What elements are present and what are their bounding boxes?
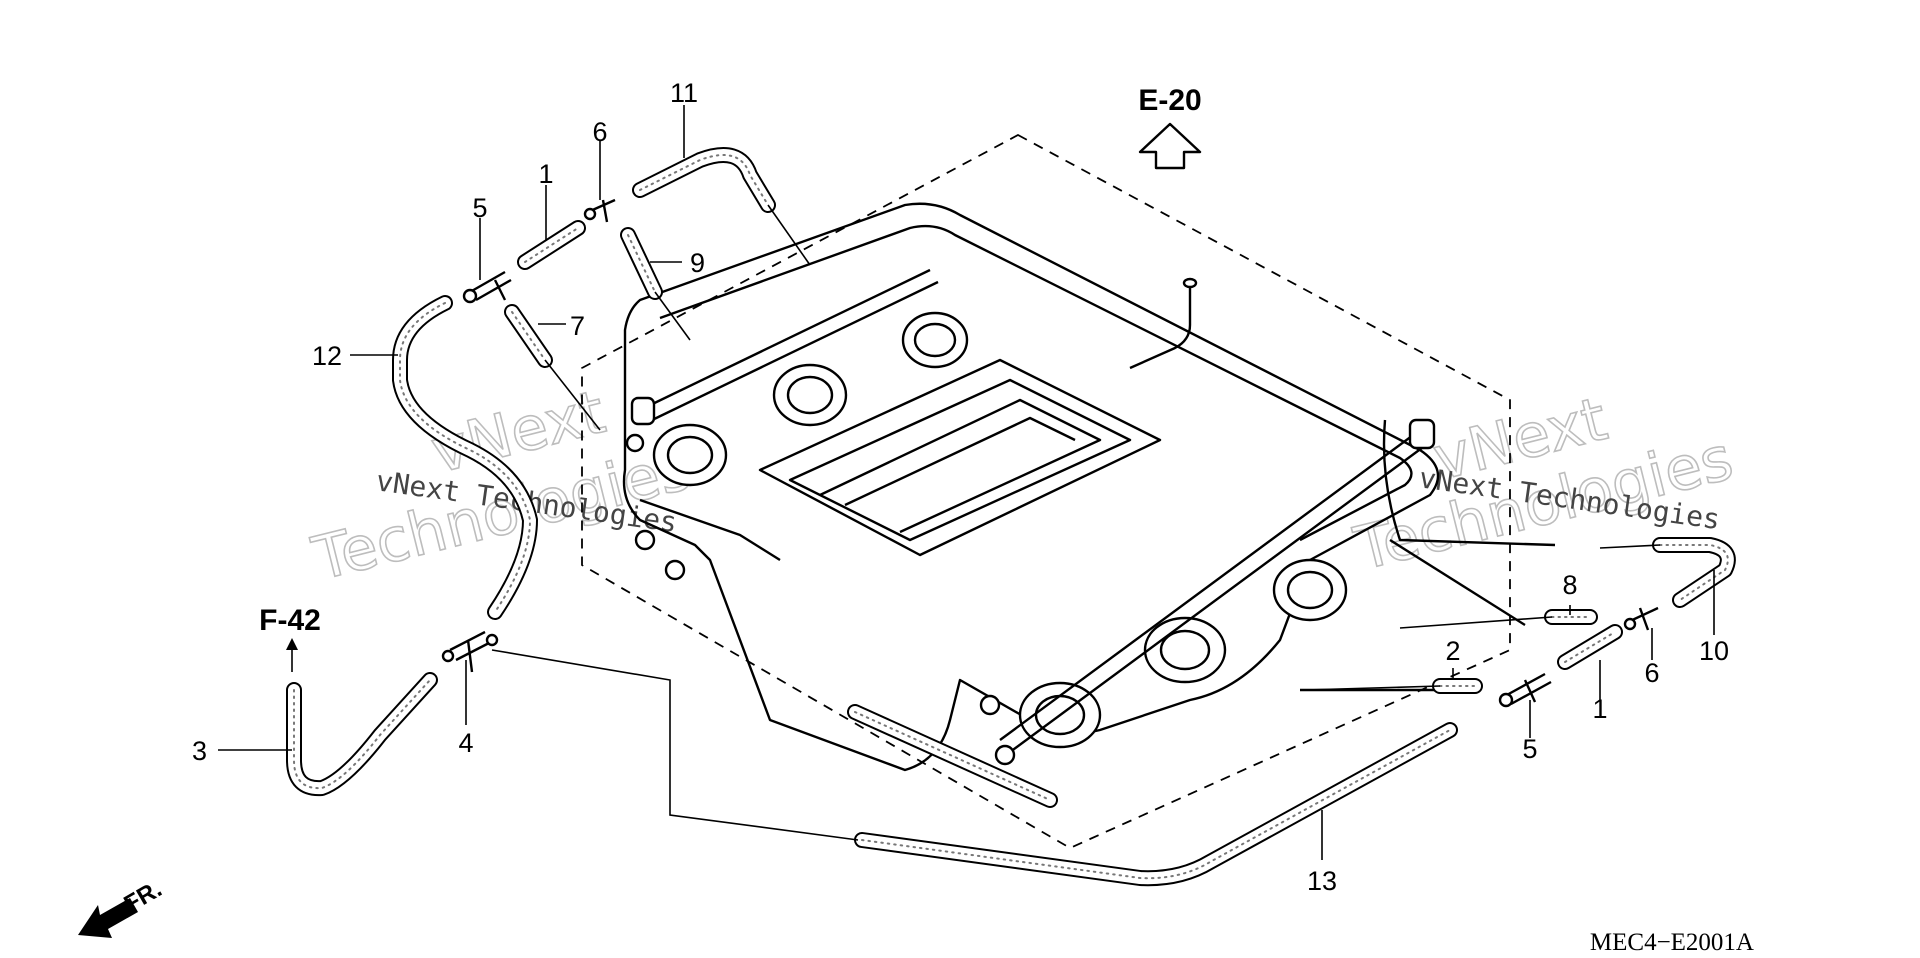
callout-9: 9 [690, 248, 705, 278]
hose-9 [620, 227, 663, 300]
hose-10 [1652, 537, 1736, 608]
fitting-5-top [462, 270, 512, 304]
hose-3 [286, 672, 438, 797]
callout-6-top: 6 [592, 117, 607, 147]
reference-f42: F-42 [259, 604, 321, 637]
reference-e20: E-20 [1138, 84, 1201, 117]
callout-4: 4 [458, 728, 473, 758]
callout-10: 10 [1699, 636, 1729, 666]
tube-1-top [517, 220, 586, 270]
tube-1-right [1557, 624, 1623, 670]
callout-12: 12 [312, 341, 342, 371]
arrow-up-icon [1138, 122, 1202, 170]
diagram-code: MEC4−E2001A [1590, 929, 1754, 956]
joint-6-top [583, 198, 616, 223]
joint-6-right [1623, 606, 1659, 631]
callout-7: 7 [570, 311, 585, 341]
fitting-5-right [1498, 672, 1552, 708]
callout-6-right: 6 [1644, 658, 1659, 688]
hose-11 [632, 147, 776, 213]
callout-8: 8 [1562, 570, 1577, 600]
callout-5-right: 5 [1522, 734, 1537, 764]
leader-lines [218, 105, 1715, 860]
joint-4 [441, 630, 499, 673]
callout-3: 3 [192, 736, 207, 766]
callout-5-top: 5 [472, 193, 487, 223]
callout-1-top: 1 [538, 159, 553, 189]
callout-1-right: 1 [1592, 694, 1607, 724]
hose-13 [847, 704, 1458, 887]
throttle-body-assembly [622, 202, 1556, 772]
assembly-boundary [581, 133, 1511, 850]
hose-7 [504, 304, 553, 368]
callout-13: 13 [1307, 866, 1337, 896]
callout-11: 11 [670, 78, 698, 108]
front-arrow-icon [78, 898, 138, 938]
hose-12 [392, 295, 538, 620]
callout-2: 2 [1445, 636, 1460, 666]
